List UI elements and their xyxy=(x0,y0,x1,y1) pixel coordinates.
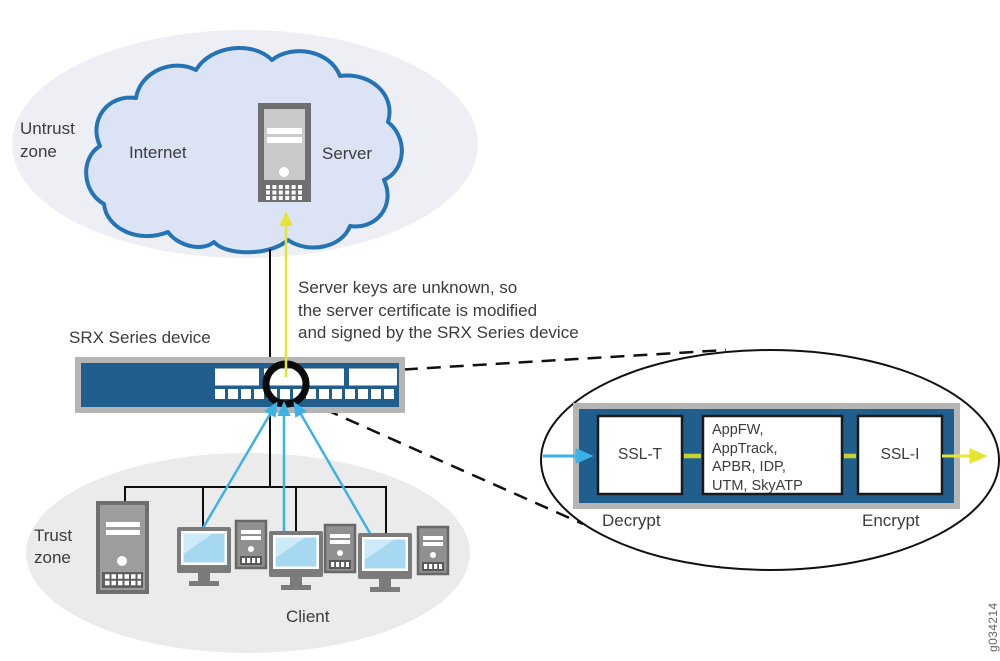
decrypt-label: Decrypt xyxy=(602,511,661,530)
internet-label: Internet xyxy=(129,143,187,162)
ssl-i-box xyxy=(856,414,944,496)
client-monitor-icon xyxy=(177,527,231,586)
client-label: Client xyxy=(286,607,330,626)
client-tower-icon xyxy=(96,501,149,594)
srx-device-label: SRX Series device xyxy=(69,328,211,347)
services-box xyxy=(701,414,844,496)
ssl-t-box xyxy=(596,414,684,496)
magnifier-line-bottom xyxy=(303,398,584,526)
client-minitower-icon xyxy=(323,523,357,574)
client-monitor-icon xyxy=(269,531,323,590)
encrypt-label: Encrypt xyxy=(862,511,920,530)
figure-id: g034214 xyxy=(986,602,1000,652)
client-monitor-icon xyxy=(358,533,412,592)
untrust-zone-label: Untrust zone xyxy=(20,119,75,161)
client-minitower-icon xyxy=(234,519,268,570)
server-label: Server xyxy=(322,144,373,163)
ssl-t-box-label: SSL-T xyxy=(618,446,662,463)
magnified-srx-bar xyxy=(543,403,988,509)
services-box-label: AppFW, AppTrack, APBR, IDP, UTM, SkyATP xyxy=(712,422,803,494)
annotation-text: Server keys are unknown, so the server c… xyxy=(298,278,579,342)
trust-zone-label: Trust zone xyxy=(34,526,73,567)
ssl-i-box-label: SSL-I xyxy=(880,446,920,463)
client-minitower-icon xyxy=(416,525,450,576)
srx-device-icon xyxy=(75,357,405,413)
server-icon xyxy=(258,103,311,202)
internet-cloud xyxy=(84,45,404,255)
client-flow-arrows xyxy=(201,401,373,536)
